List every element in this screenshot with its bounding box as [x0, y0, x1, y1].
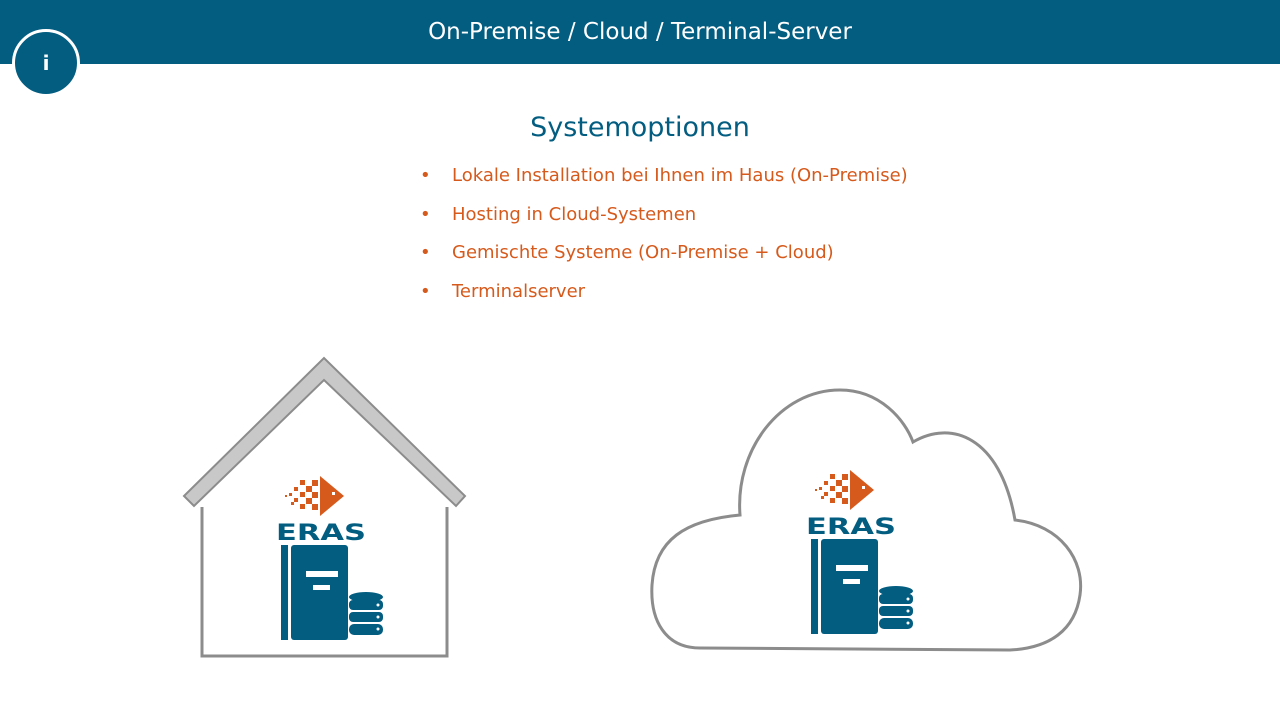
cloud-icon: [650, 388, 1083, 652]
bullet-icon: •: [420, 280, 431, 302]
bullet-icon: •: [420, 165, 431, 186]
list-item-text: Lokale Installation bei Ihnen im Haus (O…: [452, 165, 908, 186]
info-icon: i: [42, 51, 50, 75]
bullet-icon: •: [420, 203, 431, 225]
list-item: • Hosting in Cloud-Systemen: [420, 203, 908, 242]
list-item-text: Hosting in Cloud-Systemen: [452, 203, 697, 225]
list-item-text: Terminalserver: [452, 280, 586, 302]
list-item-text: Gemischte Systeme (On-Premise + Cloud): [452, 242, 834, 264]
page-title: On-Premise / Cloud / Terminal-Server: [428, 19, 852, 45]
house-icon: [182, 356, 467, 658]
eras-server-icon: ERAS: [806, 470, 913, 634]
eras-server-icon: ERAS: [276, 476, 383, 640]
title-bar: [0, 0, 1280, 64]
system-options-list: • Lokale Installation bei Ihnen im Haus (…: [420, 164, 908, 318]
section-title: Systemoptionen: [530, 112, 750, 143]
house-illustration: ERAS: [182, 356, 467, 658]
eras-logo-text: ERAS: [806, 515, 896, 540]
bullet-icon: •: [420, 242, 431, 264]
database-icon: [349, 592, 383, 635]
eras-logo-icon: [285, 476, 344, 516]
list-item: • Terminalserver: [420, 280, 908, 319]
eras-logo-text: ERAS: [276, 521, 366, 546]
list-item: • Lokale Installation bei Ihnen im Haus (…: [420, 164, 908, 203]
eras-logo-icon: [815, 470, 874, 510]
info-button[interactable]: i: [12, 29, 80, 97]
database-icon: [879, 586, 913, 629]
list-item: • Gemischte Systeme (On-Premise + Cloud): [420, 241, 908, 280]
cloud-illustration: ERAS: [650, 388, 1083, 652]
